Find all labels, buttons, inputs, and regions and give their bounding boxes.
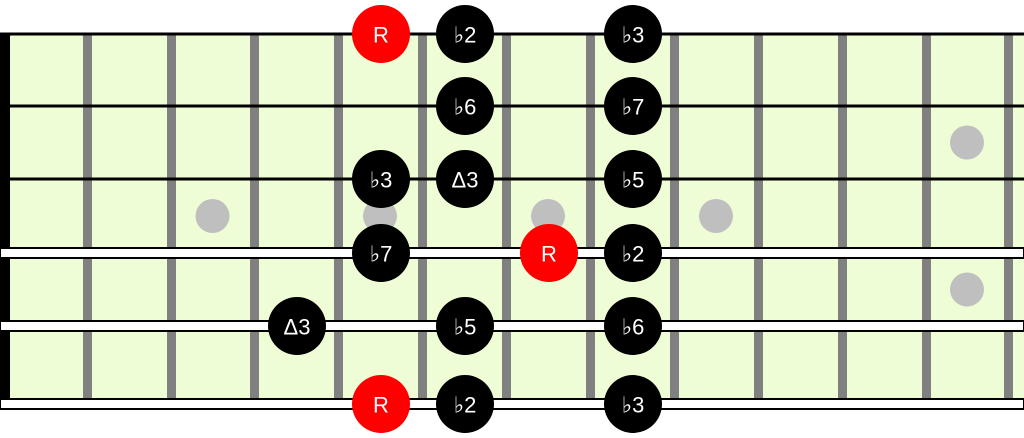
string-3 xyxy=(0,177,1024,181)
fret-wire-11 xyxy=(922,34,931,404)
degree-note-marker-s4-f5: ♭7 xyxy=(352,224,410,282)
note-label: ♭2 xyxy=(454,393,477,418)
degree-note-marker-s3-f8: ♭5 xyxy=(604,150,662,208)
string-4 xyxy=(0,247,1024,259)
note-circle xyxy=(268,297,326,355)
degree-note-marker-s2-f8: ♭7 xyxy=(604,77,662,135)
fret-wire-2 xyxy=(167,34,176,404)
root-note-marker-s1-f5: R xyxy=(352,5,410,63)
inlay-dot-fret-12 xyxy=(950,125,984,160)
note-label: ♭6 xyxy=(454,95,477,120)
note-circle xyxy=(352,150,410,208)
fret-wire-3 xyxy=(250,34,259,404)
note-circle xyxy=(352,224,410,282)
degree-note-marker-s6-f8: ♭3 xyxy=(604,375,662,433)
root-note-marker-s6-f5: R xyxy=(352,375,410,433)
note-circle xyxy=(604,375,662,433)
fret-wire-9 xyxy=(754,34,763,404)
inlay-dot-fret-7 xyxy=(531,199,565,233)
fret-wire-12 xyxy=(1004,34,1013,404)
note-circle xyxy=(436,150,494,208)
degree-note-marker-s5-f6: ♭5 xyxy=(436,297,494,355)
inlay-dot-fret-5 xyxy=(363,199,397,233)
degree-note-marker-s1-f6: ♭2 xyxy=(436,5,494,63)
note-circle xyxy=(604,224,662,282)
root-note-marker-s4-f7: R xyxy=(520,224,578,282)
note-label: ♭5 xyxy=(622,168,645,193)
note-label: ♭7 xyxy=(622,95,645,120)
note-label: ♭7 xyxy=(370,242,393,267)
fret-wire-7 xyxy=(586,34,595,404)
note-circle xyxy=(520,224,578,282)
degree-note-marker-s5-f8: ♭6 xyxy=(604,297,662,355)
fret-wire-5 xyxy=(418,34,427,404)
inlay-dot-fret-9 xyxy=(699,199,733,233)
fret-wire-1 xyxy=(83,34,92,404)
note-label: ♭2 xyxy=(622,242,645,267)
fret-wire-4 xyxy=(334,34,343,404)
note-circle xyxy=(352,375,410,433)
degree-note-marker-s6-f6: ♭2 xyxy=(436,375,494,433)
note-label: ♭3 xyxy=(622,393,645,418)
note-label: ♭3 xyxy=(370,168,393,193)
note-circle xyxy=(436,297,494,355)
fret-wire-8 xyxy=(670,34,679,404)
string-2 xyxy=(0,104,1024,108)
note-circle xyxy=(604,150,662,208)
note-label: Δ3 xyxy=(452,168,479,193)
degree-note-marker-s2-f6: ♭6 xyxy=(436,77,494,135)
note-label: ♭2 xyxy=(454,23,477,48)
note-label: Δ3 xyxy=(284,315,311,340)
note-circle xyxy=(352,5,410,63)
string-6 xyxy=(0,398,1024,410)
degree-note-marker-s3-f5: ♭3 xyxy=(352,150,410,208)
note-label: ♭6 xyxy=(622,315,645,340)
note-label: R xyxy=(373,23,389,48)
note-circle xyxy=(436,5,494,63)
degree-note-marker-s5-f4: Δ3 xyxy=(268,297,326,355)
fret-wire-10 xyxy=(838,34,847,404)
note-circle xyxy=(604,5,662,63)
note-label: R xyxy=(541,242,557,267)
string-5 xyxy=(0,320,1024,332)
fretboard-background xyxy=(10,34,1024,404)
note-circle xyxy=(436,375,494,433)
note-circle xyxy=(436,77,494,135)
string-1 xyxy=(0,32,1024,36)
inlay-dot-fret-3 xyxy=(195,199,230,233)
nut xyxy=(0,34,10,404)
degree-note-marker-s3-f6: Δ3 xyxy=(436,150,494,208)
degree-note-marker-s1-f8: ♭3 xyxy=(604,5,662,63)
note-label: ♭5 xyxy=(454,315,477,340)
note-label: ♭3 xyxy=(622,23,645,48)
note-circle xyxy=(604,297,662,355)
fret-wire-6 xyxy=(502,34,511,404)
degree-note-marker-s4-f8: ♭2 xyxy=(604,224,662,282)
note-circle xyxy=(604,77,662,135)
note-label: R xyxy=(373,393,389,418)
inlay-dot-fret-12 xyxy=(950,272,984,307)
